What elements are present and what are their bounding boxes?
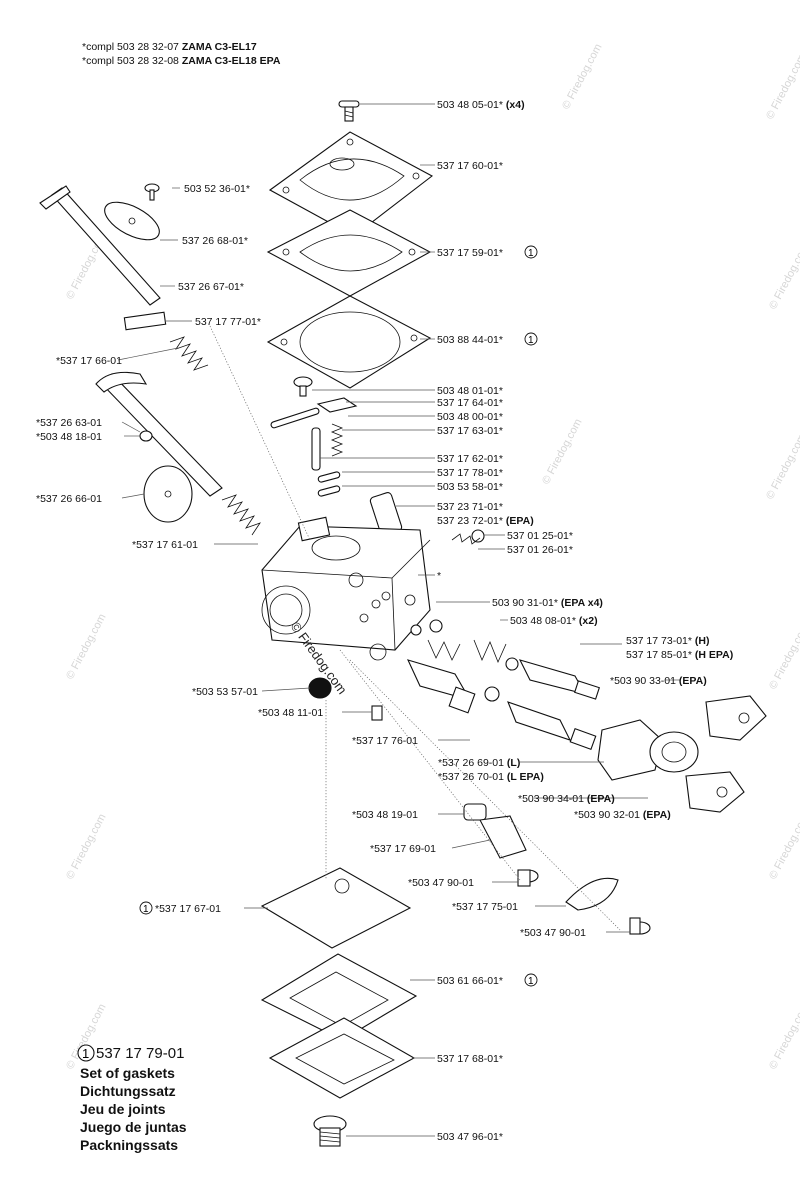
label-537-17-60-01: 537 17 60-01*: [437, 160, 503, 172]
label-503-53-57-01: *503 53 57-01: [192, 686, 258, 698]
label-503-90-32-01: *503 90 32-01 (EPA): [574, 809, 671, 821]
kit-line-de: Dichtungssatz: [80, 1083, 176, 1099]
label-537-01-26-01: 537 01 26-01*: [507, 544, 573, 556]
label-537-26-66-01: *537 26 66-01: [36, 493, 102, 505]
label-537-26-67-01: 537 26 67-01*: [178, 281, 244, 293]
watermark-text: © Firedog.com: [764, 432, 800, 501]
label-537-17-63-01: 537 17 63-01*: [437, 425, 503, 437]
watermark-text: © Firedog.com: [540, 417, 585, 486]
label-537-26-68-01: 537 26 68-01*: [182, 235, 248, 247]
label-537-17-75-01: *537 17 75-01: [452, 901, 518, 913]
kit-number: 537 17 79-01: [96, 1045, 184, 1062]
watermark-text: © Firedog.com: [767, 1002, 800, 1071]
watermark-text: © Firedog.com: [64, 812, 109, 881]
label-537-17-59-01: 537 17 59-01*: [437, 247, 503, 259]
mixture-screws: [406, 619, 601, 751]
watermark-text: © Firedog.com: [764, 52, 800, 121]
leader-lines: [117, 103, 680, 1137]
inlet-lever: [270, 397, 358, 429]
watermark-text: © Firedog.com: [767, 622, 800, 691]
inlet-needle: [311, 423, 344, 471]
label-503-52-36-01: 503 52 36-01*: [184, 183, 250, 195]
header-line-1: *compl 503 28 32-07 ZAMA C3-EL17: [82, 41, 257, 53]
screw-top: [338, 100, 360, 122]
label-asterisk: *: [437, 570, 441, 582]
pump-cover: [268, 131, 434, 237]
watermark-layer: © Firedog.com © Firedog.com © Firedog.co…: [64, 42, 800, 1071]
label-503-90-33-01: *503 90 33-01 (EPA): [610, 675, 707, 687]
watermark-text: © Firedog.com: [560, 42, 605, 111]
metering-stack: [260, 867, 418, 1147]
watermark-text: © Firedog.com: [64, 612, 109, 681]
kit-line-es: Juego de juntas: [80, 1119, 187, 1135]
label-503-47-96-01: 503 47 96-01*: [437, 1131, 503, 1143]
screw-small: [293, 376, 313, 397]
label-537-26-70-01: *537 26 70-01 (L EPA): [438, 771, 544, 783]
kit-line-en: Set of gaskets: [80, 1065, 175, 1081]
header-line-2: *compl 503 28 32-08 ZAMA C3-EL18 EPA: [82, 55, 281, 67]
label-503-48-05-01: 503 48 05-01* (x4): [437, 99, 525, 111]
label-503-90-31-01: 503 90 31-01* (EPA x4): [492, 597, 603, 609]
label-537-17-69-01: *537 17 69-01: [370, 843, 436, 855]
watermark-text: © Firedog.com: [767, 812, 800, 881]
label-503-48-18-01: *503 48 18-01: [36, 431, 102, 443]
svg-text:1: 1: [528, 976, 534, 987]
label-537-26-63-01: *537 26 63-01: [36, 417, 102, 429]
watermark-text: © Firedog.com: [767, 242, 800, 311]
label-537-17-73-01: 537 17 73-01* (H): [626, 635, 709, 647]
label-537-17-64-01: 537 17 64-01*: [437, 397, 503, 409]
callout-1-icon: 1: [139, 901, 153, 915]
label-503-53-58-01: 503 53 58-01*: [437, 481, 503, 493]
label-537-01-25-01: 537 01 25-01*: [507, 530, 573, 542]
small-pins: [317, 471, 341, 497]
label-503-48-01-01: 503 48 01-01*: [437, 385, 503, 397]
limiter-caps: [597, 695, 767, 813]
callout-1-icon: 1: [77, 1044, 95, 1062]
carburetor-body: [261, 516, 431, 661]
label-537-17-77-01: 537 17 77-01*: [195, 316, 261, 328]
pump-diaphragm: [266, 209, 432, 297]
header: *compl 503 28 32-07 ZAMA C3-EL17 *compl …: [82, 41, 281, 67]
label-537-17-66-01: *537 17 66-01: [56, 355, 122, 367]
pump-gasket: [266, 295, 432, 389]
part-labels: 503 48 05-01* (x4) 537 17 60-01* 537 17 …: [36, 99, 733, 1143]
label-503-90-34-01: *503 90 34-01 (EPA): [518, 793, 615, 805]
label-537-17-62-01: 537 17 62-01*: [437, 453, 503, 465]
kit-line-sv: Packningssats: [80, 1137, 178, 1153]
choke-shaft: [39, 183, 209, 371]
label-537-17-78-01: 537 17 78-01*: [437, 467, 503, 479]
svg-text:1: 1: [82, 1046, 89, 1061]
label-503-48-19-01: *503 48 19-01: [352, 809, 418, 821]
svg-text:1: 1: [143, 904, 149, 915]
label-537-26-69-01: *537 26 69-01 (L): [438, 757, 520, 769]
label-537-23-72-01: 537 23 72-01* (EPA): [437, 515, 534, 527]
label-503-48-11-01: *503 48 11-01: [258, 707, 323, 719]
kit-line-fr: Jeu de joints: [80, 1101, 166, 1117]
label-503-48-00-01: 503 48 00-01*: [437, 411, 503, 423]
svg-text:1: 1: [528, 335, 534, 346]
callout-1-icon: 1: [524, 245, 538, 259]
label-537-17-61-01: *537 17 61-01: [132, 539, 198, 551]
gasket-kit-legend: 1 537 17 79-01 Set of gaskets Dichtungss…: [77, 1044, 187, 1153]
label-503-48-08-01: 503 48 08-01* (x2): [510, 615, 598, 627]
label-537-23-71-01: 537 23 71-01*: [437, 501, 503, 513]
label-537-17-76-01: *537 17 76-01: [352, 735, 418, 747]
label-503-88-44-01: 503 88 44-01*: [437, 334, 503, 346]
label-537-17-85-01: 537 17 85-01* (H EPA): [626, 649, 733, 661]
label-503-61-66-01: 503 61 66-01*: [437, 975, 503, 987]
svg-text:1: 1: [528, 248, 534, 259]
callout-1-icon: 1: [524, 973, 538, 987]
throttle-shaft: [95, 371, 262, 536]
label-537-17-68-01: 537 17 68-01*: [437, 1053, 503, 1065]
callout-1-icon: 1: [524, 332, 538, 346]
label-503-47-90-01: *503 47 90-01: [408, 877, 474, 889]
label-537-17-67-01: *537 17 67-01: [155, 903, 221, 915]
lower-small-parts: [308, 677, 651, 935]
label-503-47-90-01-b: *503 47 90-01: [520, 927, 586, 939]
parts-artwork: © Firedog.com: [39, 100, 767, 1147]
